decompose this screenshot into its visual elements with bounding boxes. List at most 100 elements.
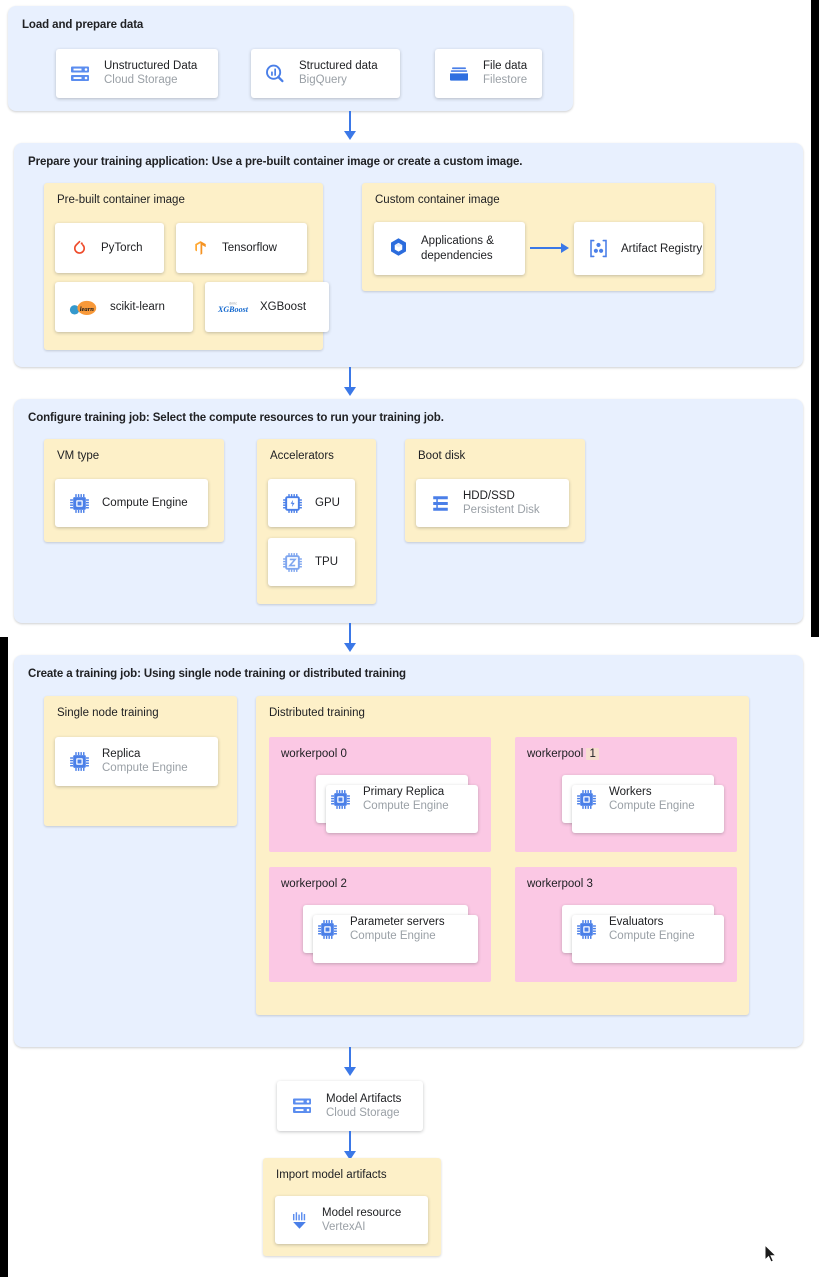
card-title: File data bbox=[483, 60, 528, 72]
card-subtitle: Compute Engine bbox=[350, 929, 436, 942]
pool-title: workerpool 2 bbox=[269, 867, 491, 890]
artifact-registry-icon bbox=[585, 236, 611, 262]
card-title: GPU bbox=[315, 497, 340, 509]
left-edge-strip bbox=[0, 637, 8, 1277]
filestore-icon bbox=[446, 61, 472, 87]
section-title: Configure training job: Select the compu… bbox=[28, 412, 444, 424]
pool-label-index: 3 bbox=[586, 878, 593, 890]
card-model-artifacts[interactable]: Model Artifacts Cloud Storage bbox=[277, 1081, 423, 1131]
section-title: Create a training job: Using single node… bbox=[28, 668, 406, 680]
card-primary-replica[interactable]: Primary Replica Compute Engine bbox=[316, 775, 478, 833]
pool-label-prefix: workerpool bbox=[281, 748, 341, 760]
section-title: Prepare your training application: Use a… bbox=[28, 156, 523, 168]
pool-title: workerpool 0 bbox=[269, 737, 491, 760]
cpu-icon bbox=[574, 917, 598, 941]
pool-label-prefix: workerpool bbox=[527, 748, 587, 760]
card-subtitle: Compute Engine bbox=[363, 799, 449, 812]
pool-label-index: 2 bbox=[340, 878, 347, 890]
group-import-model-artifacts: Import model artifacts Model resource Ve… bbox=[263, 1158, 441, 1256]
xgboost-icon: dmlc XGBoost bbox=[216, 296, 250, 318]
svg-text:learn: learn bbox=[80, 306, 95, 313]
group-title: Import model artifacts bbox=[276, 1169, 387, 1181]
arrow-head-2 bbox=[344, 387, 356, 396]
card-title: Applications & dependencies bbox=[421, 234, 494, 262]
card-pytorch[interactable]: PyTorch bbox=[55, 223, 164, 273]
cpu-icon bbox=[574, 787, 598, 811]
card-subtitle: Filestore bbox=[483, 74, 528, 86]
group-single-node-training: Single node training bbox=[44, 696, 237, 826]
arrow-connector-3 bbox=[349, 623, 351, 645]
card-xgboost[interactable]: dmlc XGBoost XGBoost bbox=[205, 282, 329, 332]
card-workers[interactable]: Workers Compute Engine bbox=[562, 775, 724, 833]
card-title: TPU bbox=[315, 556, 338, 568]
cpu-icon bbox=[67, 491, 91, 515]
pool-workerpool-2: workerpool 2 bbox=[269, 867, 491, 982]
card-title: Tensorflow bbox=[222, 242, 277, 254]
card-subtitle: VertexAI bbox=[322, 1220, 366, 1233]
card-subtitle: BigQuery bbox=[299, 74, 347, 86]
card-evaluators[interactable]: Evaluators Compute Engine bbox=[562, 905, 724, 963]
group-vm-type: VM type bbox=[44, 439, 224, 542]
card-title: Artifact Registry bbox=[621, 242, 703, 255]
group-title: Pre-built container image bbox=[57, 194, 185, 206]
pool-workerpool-0: workerpool 0 bbox=[269, 737, 491, 852]
group-title: Custom container image bbox=[375, 194, 500, 206]
cloud-storage-icon bbox=[67, 61, 93, 87]
pool-title: workerpool 1 bbox=[515, 737, 737, 760]
group-title: Single node training bbox=[57, 707, 159, 719]
mouse-cursor bbox=[764, 1244, 778, 1263]
card-title: Workers bbox=[609, 785, 652, 798]
card-title: Compute Engine bbox=[102, 497, 188, 509]
card-title: PyTorch bbox=[101, 242, 143, 254]
pool-label-prefix: workerpool bbox=[281, 878, 341, 890]
card-tensorflow[interactable]: Tensorflow bbox=[176, 223, 307, 273]
card-subtitle: Compute Engine bbox=[102, 762, 188, 774]
svg-text:dmlc: dmlc bbox=[229, 301, 237, 305]
group-title: Distributed training bbox=[269, 707, 365, 719]
card-artifact-registry[interactable]: Artifact Registry bbox=[574, 222, 703, 275]
pool-label-index: 0 bbox=[340, 748, 347, 760]
card-parameter-servers[interactable]: Parameter servers Compute Engine bbox=[303, 905, 478, 963]
card-title: Parameter servers bbox=[350, 915, 445, 928]
section-create-a-training-job: Create a training job: Using single node… bbox=[14, 655, 803, 1047]
card-title: Unstructured Data bbox=[104, 60, 198, 72]
card-compute-engine[interactable]: Compute Engine bbox=[55, 479, 208, 527]
arrow-head-custom-container bbox=[561, 243, 569, 253]
group-boot-disk: Boot disk HDD/SSD Persistent Disk bbox=[405, 439, 585, 542]
group-pre-built-container-image: Pre-built container image PyTorch bbox=[44, 183, 329, 350]
right-edge-strip bbox=[811, 0, 819, 637]
card-replica[interactable]: Replica Compute Engine bbox=[55, 737, 218, 786]
arrow-head-5 bbox=[344, 1151, 356, 1160]
card-applications-and-dependencies[interactable]: Applications & dependencies bbox=[374, 222, 525, 275]
persistent-disk-icon bbox=[428, 491, 452, 515]
card-title: Evaluators bbox=[609, 915, 664, 928]
card-model-resource[interactable]: Model resource VertexAI bbox=[275, 1196, 428, 1244]
card-structured-data[interactable]: Structured data BigQuery bbox=[251, 49, 400, 98]
card-unstructured-data[interactable]: Unstructured Data Cloud Storage bbox=[56, 49, 218, 98]
tpu-icon bbox=[280, 550, 304, 574]
arrow-connector-2 bbox=[349, 367, 351, 389]
scikit-learn-icon: learn bbox=[68, 296, 100, 318]
card-tpu[interactable]: TPU bbox=[268, 538, 355, 586]
arrow-connector-5 bbox=[349, 1131, 351, 1153]
group-title: VM type bbox=[57, 450, 100, 462]
card-title: XGBoost bbox=[260, 301, 307, 313]
card-title: scikit-learn bbox=[110, 301, 165, 313]
pool-label-prefix: workerpool bbox=[527, 878, 587, 890]
arrow-head-1 bbox=[344, 131, 356, 140]
arrow-head-3 bbox=[344, 643, 356, 652]
card-subtitle: Persistent Disk bbox=[463, 503, 540, 516]
card-gpu[interactable]: GPU bbox=[268, 479, 355, 527]
pool-workerpool-3: workerpool 3 bbox=[515, 867, 737, 982]
arrow-connector-custom-container bbox=[530, 247, 563, 249]
card-hdd-ssd[interactable]: HDD/SSD Persistent Disk bbox=[416, 479, 569, 527]
svg-text:XGBoost: XGBoost bbox=[217, 305, 249, 314]
pool-label-index-highlight: 1 bbox=[586, 748, 599, 760]
card-file-data[interactable]: File data Filestore bbox=[435, 49, 542, 98]
section-load-and-prepare-data: Load and prepare data Unstructured Data … bbox=[8, 6, 573, 111]
card-scikit-learn[interactable]: learn scikit-learn bbox=[55, 282, 193, 332]
card-subtitle: Compute Engine bbox=[609, 799, 695, 812]
group-distributed-training: Distributed training workerpool 0 bbox=[256, 696, 749, 1015]
cpu-icon bbox=[315, 917, 339, 941]
section-prepare-your-training-application: Prepare your training application: Use a… bbox=[14, 143, 803, 367]
